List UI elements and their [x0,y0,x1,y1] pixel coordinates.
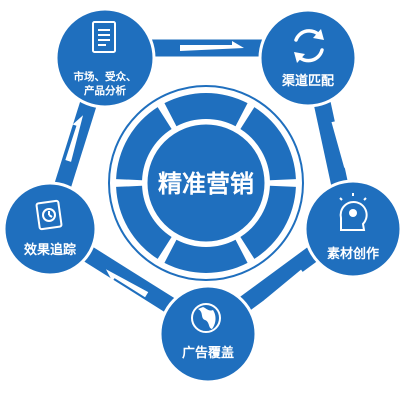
node-channel-matching: 渠道匹配 [258,8,358,108]
node-market-analysis: 市场、受众、 产品分析 [54,7,156,109]
ring-segment [116,185,172,259]
node-tracking-circle [2,181,98,277]
node-ads-label: 广告覆盖 [182,345,234,361]
center-label: 精准营销 [158,170,254,198]
node-ad-coverage: 广告覆盖 [158,284,258,384]
ring-segment [164,239,248,273]
node-market-label-line1: 市场、受众、 [74,70,137,83]
node-creative-content: 素材创作 [303,179,403,279]
arrow-top-icon [180,41,244,51]
center-ring-segments [116,93,296,273]
document-icon [92,21,116,53]
refresh-cycle-icon [294,29,324,63]
center-hub: 精准营销 [108,85,304,281]
ring-segment [240,107,296,181]
ring-segment [240,185,296,259]
idea-head-icon [339,193,368,231]
node-ads-circle [158,284,258,384]
center-core [144,121,268,245]
globe-icon [191,303,221,333]
clock-card-icon [35,199,63,231]
ring-segment [116,107,172,181]
ring-segment [164,93,248,127]
node-performance-tracking: 效果追踪 [2,181,98,277]
arrow-left-icon [65,115,84,162]
node-market-label-line2: 产品分析 [84,84,126,97]
arrow-bottom-right-icon [263,269,305,301]
node-tracking-label: 效果追踪 [24,242,76,258]
node-market-circle [54,7,156,109]
node-channel-circle [258,8,358,108]
node-channel-label: 渠道匹配 [281,73,334,89]
direction-arrows [65,41,349,301]
arrow-right-icon [331,120,349,169]
node-creative-label: 素材创作 [327,246,379,262]
arrow-bottom-left-icon [105,269,149,298]
